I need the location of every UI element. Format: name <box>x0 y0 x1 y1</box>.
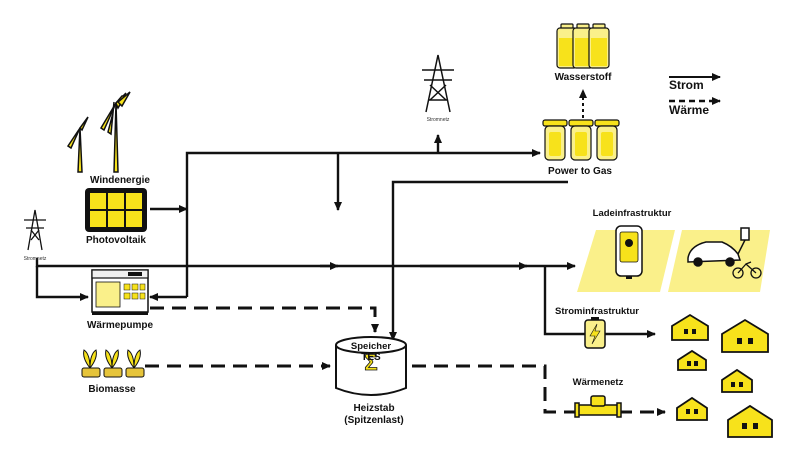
legend-waerme-label: Wärme <box>669 103 709 117</box>
bicycle-icon <box>732 261 762 279</box>
houses-group <box>671 313 773 438</box>
solar-panel-icon <box>85 188 147 232</box>
label-speicher: Speicher <box>351 341 391 352</box>
battery-icon <box>584 317 606 349</box>
house-icon <box>671 313 709 341</box>
thermal-storage-icon: Σ <box>335 336 407 396</box>
label-spitzenlast: (Spitzenlast) <box>344 415 403 426</box>
heat-line-heatpump-to-speicher <box>150 306 379 333</box>
label-wasserstoff: Wasserstoff <box>555 72 613 83</box>
house-icon <box>721 318 769 353</box>
power-pylon-icon-left <box>24 209 46 251</box>
heat-pump-icon <box>91 269 149 315</box>
wind-turbine-icon <box>66 91 131 173</box>
strom-lines <box>35 134 656 341</box>
line-grid-to-heatpump <box>35 266 89 301</box>
biomass-plant-icon <box>81 349 145 378</box>
label-ladeinfrastruktur: Ladeinfrastruktur <box>593 208 672 219</box>
label-waermenetz: Wärmenetz <box>573 377 624 388</box>
house-icon <box>677 349 707 371</box>
legend: Strom Wärme <box>669 73 721 117</box>
label-tes: TES <box>361 352 381 363</box>
line-to-strominfra <box>543 266 585 336</box>
heat-network-pipe-icon <box>574 395 622 418</box>
sigma-icon: Σ <box>364 350 377 375</box>
label-waermepumpe: Wärmepumpe <box>87 320 154 331</box>
charging-infrastructure-icon <box>577 225 770 292</box>
line-bus-vertical <box>185 151 438 297</box>
house-icon <box>676 396 708 421</box>
label-windenergie: Windenergie <box>90 175 150 186</box>
label-power-to-gas: Power to Gas <box>548 166 612 177</box>
hydrogen-tanks-icon <box>556 23 610 69</box>
power-pylon-icon-top <box>422 54 454 113</box>
label-strominfrastruktur: Strominfrastruktur <box>555 306 639 317</box>
label-biomasse: Biomasse <box>88 384 136 395</box>
legend-strom-label: Strom <box>669 78 704 92</box>
label-stromnetz-top: Stromnetz <box>427 117 450 123</box>
house-icon <box>721 368 753 393</box>
label-photovoltaik: Photovoltaik <box>86 235 146 246</box>
heat-line-speicher-to-netz <box>412 364 575 414</box>
waerme-lines <box>145 306 666 416</box>
power-to-gas-icon <box>542 119 620 161</box>
label-heizstab: Heizstab <box>353 403 394 414</box>
label-stromnetz-left: Stromnetz <box>24 256 47 262</box>
house-icon <box>727 404 773 438</box>
line-ptg-to-speicher <box>389 180 568 341</box>
